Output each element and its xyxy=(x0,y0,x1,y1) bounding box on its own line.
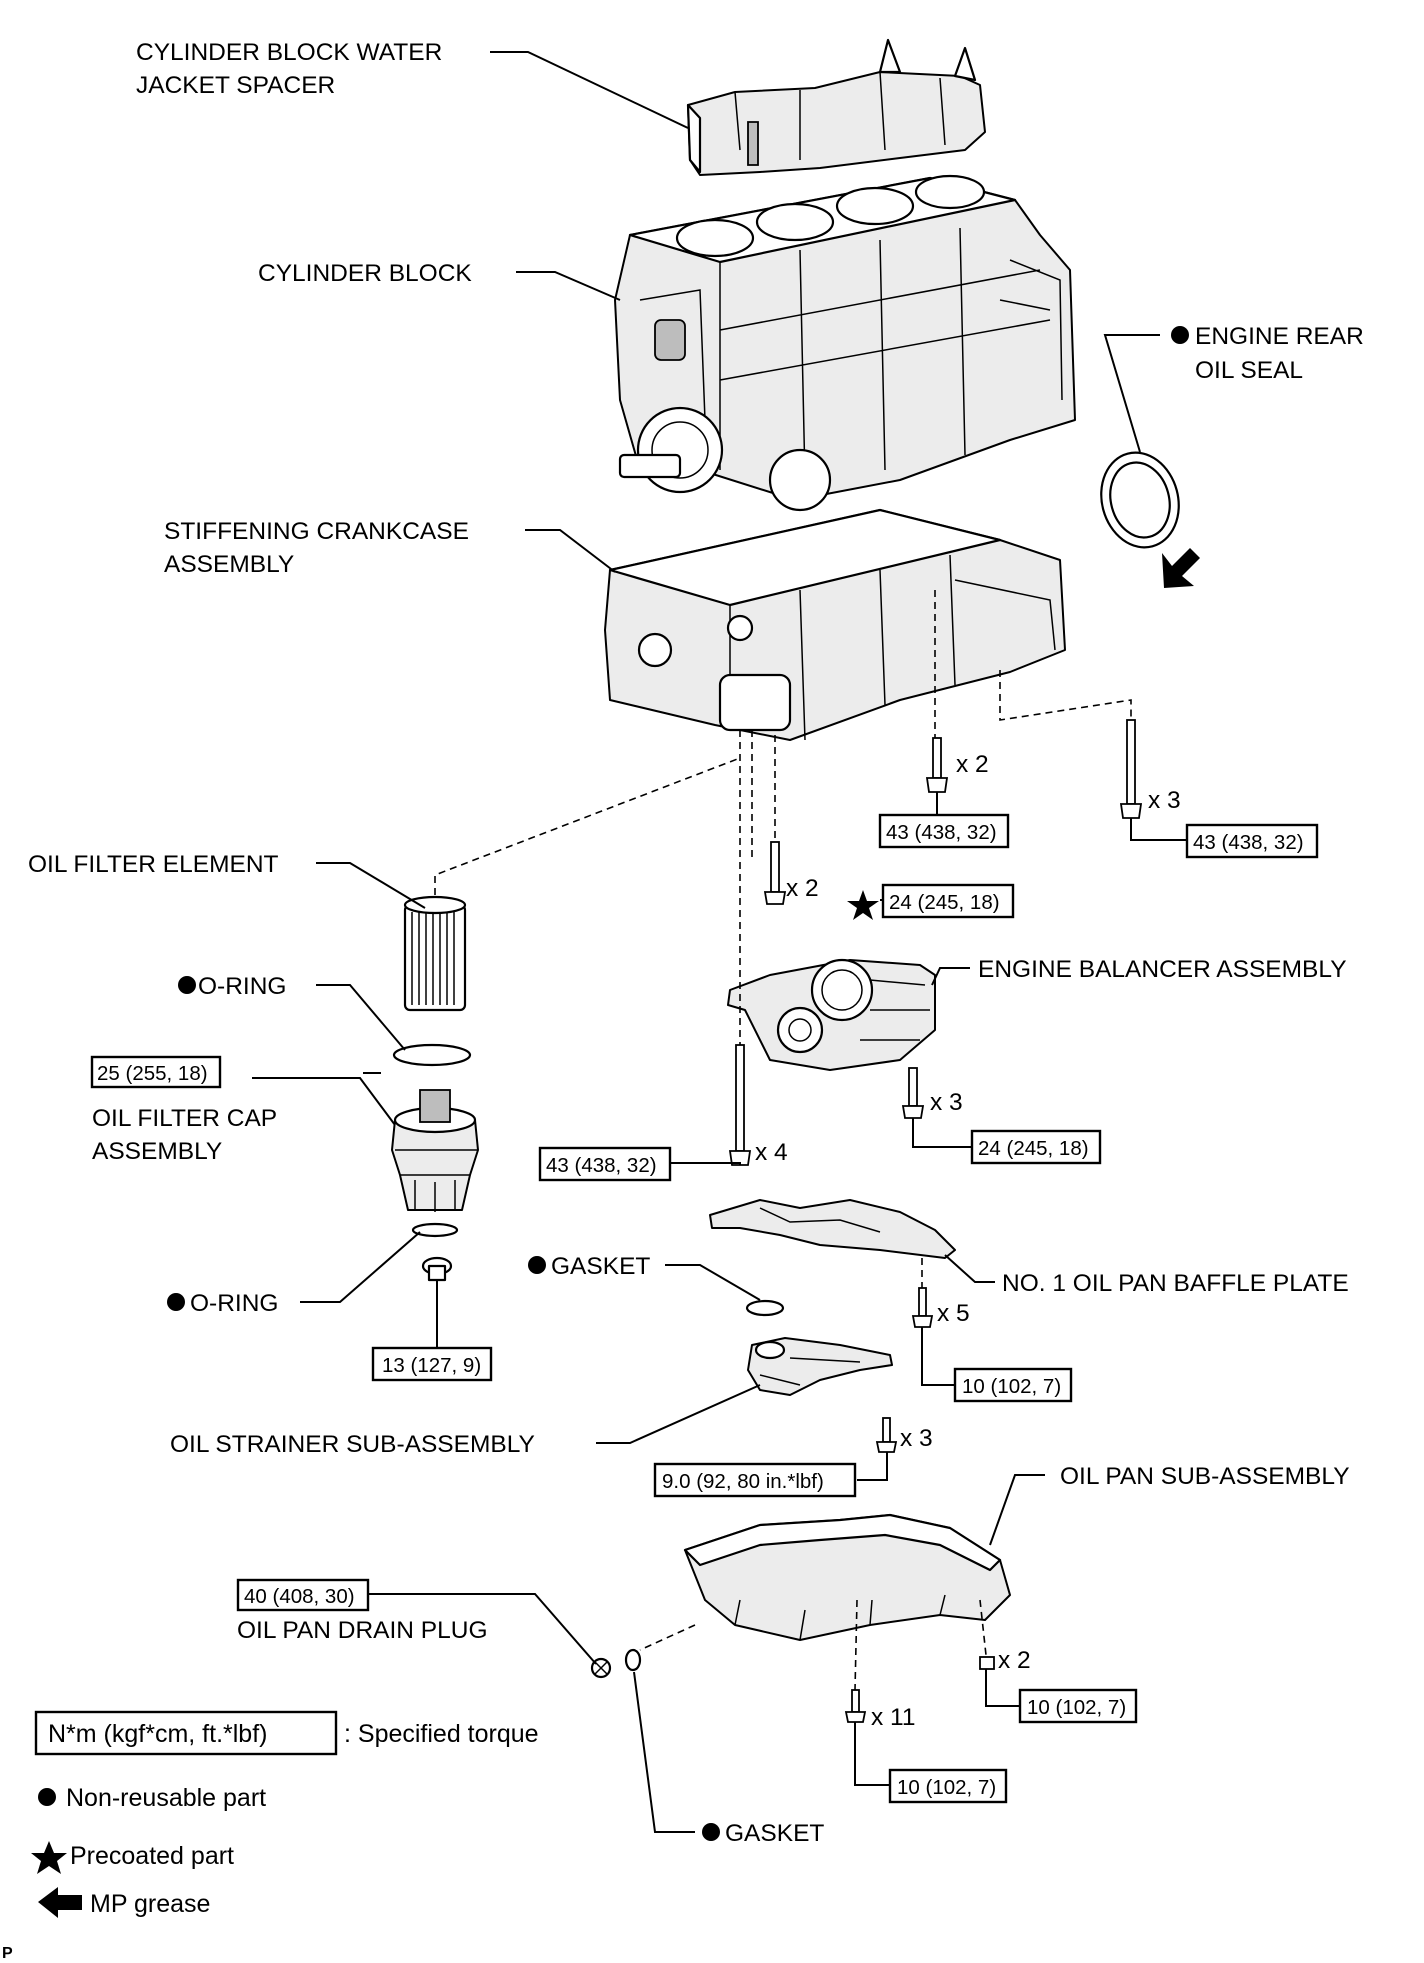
non-reusable-marker-rear-oil-seal xyxy=(1171,326,1189,344)
qty-balancer-bolts-short: x 2 xyxy=(786,875,819,902)
water-jacket-spacer-label-line1: CYLINDER BLOCK WATER xyxy=(136,39,442,66)
oil-pan-label: OIL PAN SUB-ASSEMBLY xyxy=(1060,1463,1350,1490)
non-reusable-marker-o-ring-upper xyxy=(178,976,196,994)
engine-balancer-part xyxy=(727,958,936,1071)
drain-plug-label: OIL PAN DRAIN PLUG xyxy=(237,1617,488,1644)
o-ring-upper-part xyxy=(392,1043,472,1067)
gasket-lower-part xyxy=(624,1648,642,1672)
oil-strainer-label: OIL STRAINER SUB-ASSEMBLY xyxy=(170,1431,535,1458)
baffle-plate-label: NO. 1 OIL PAN BAFFLE PLATE xyxy=(1002,1270,1349,1297)
oil-filter-cap-part xyxy=(391,1089,479,1212)
qty-balancer-bolts-long: x 4 xyxy=(755,1139,788,1166)
qty-balancer-bolts-side: x 3 xyxy=(930,1089,963,1116)
leader-lines xyxy=(252,51,1187,1833)
crankcase-bolt-part-a xyxy=(925,737,949,793)
torque-crankcase-b: 43 (438, 32) xyxy=(1193,831,1304,854)
mp-grease-arrow-icon xyxy=(1162,548,1200,588)
stiffening-crankcase-label-line2: ASSEMBLY xyxy=(164,551,294,578)
balancer-short-bolt-part xyxy=(763,841,787,905)
qty-crankcase-bolts-a: x 2 xyxy=(956,751,989,778)
stiffening-crankcase-label-line1: STIFFENING CRANKCASE xyxy=(164,518,469,545)
footer-mark: P xyxy=(2,1945,13,1962)
filter-drain-plug-part xyxy=(421,1256,453,1282)
cylinder-block-label: CYLINDER BLOCK xyxy=(258,260,472,287)
qty-oil-pan-bolts: x 11 xyxy=(871,1704,916,1731)
water-jacket-spacer-part xyxy=(686,38,986,176)
qty-oil-pan-nuts: x 2 xyxy=(998,1647,1031,1674)
torque-drain-plug: 40 (408, 30) xyxy=(244,1585,355,1608)
legend-non-reusable: Non-reusable part xyxy=(66,1784,266,1812)
torque-balancer-side: 24 (245, 18) xyxy=(978,1137,1089,1160)
oil-filter-cap-label-line2: ASSEMBLY xyxy=(92,1138,222,1165)
legend-precoated: Precoated part xyxy=(70,1842,234,1870)
gasket-upper-label: GASKET xyxy=(551,1253,650,1280)
oil-filter-element-part xyxy=(403,895,467,1012)
torque-crankcase-a: 43 (438, 32) xyxy=(886,821,997,844)
precoated-star-icon xyxy=(847,890,879,920)
torque-oil-pan-nuts: 10 (102, 7) xyxy=(1027,1696,1126,1719)
oil-pan-part xyxy=(683,1513,1011,1641)
oil-filter-element-label: OIL FILTER ELEMENT xyxy=(28,851,279,878)
qty-strainer-bolts: x 3 xyxy=(900,1425,933,1452)
water-jacket-spacer-label-line2: JACKET SPACER xyxy=(136,72,335,99)
stiffening-crankcase-part xyxy=(604,508,1066,741)
crankcase-bolt-part-b xyxy=(1119,719,1143,819)
o-ring-lower-label: O-RING xyxy=(190,1290,278,1317)
torque-strainer: 9.0 (92, 80 in.*lbf) xyxy=(662,1470,824,1493)
cylinder-block-part xyxy=(614,174,1076,512)
legend: N*m (kgf*cm, ft.*lbf) : Specified torque… xyxy=(31,1710,539,1918)
torque-oil-pan-bolts: 10 (102, 7) xyxy=(897,1776,996,1799)
legend-torque-desc: : Specified torque xyxy=(344,1720,539,1748)
gasket-upper-part xyxy=(745,1299,785,1317)
torque-filter-drain: 13 (127, 9) xyxy=(382,1354,481,1377)
torque-balancer-short: 24 (245, 18) xyxy=(889,891,1000,914)
oil-strainer-part xyxy=(747,1337,893,1396)
o-ring-upper-label: O-RING xyxy=(198,973,286,1000)
baffle-plate-part xyxy=(709,1199,956,1259)
rear-oil-seal-label-line1: ENGINE REAR xyxy=(1195,323,1364,350)
torque-baffle: 10 (102, 7) xyxy=(962,1375,1061,1398)
filled-circle-icon xyxy=(38,1788,56,1806)
oil-pan-nut-part xyxy=(979,1656,995,1670)
balancer-long-bolt-part xyxy=(728,1044,752,1166)
torque-balancer-long: 43 (438, 32) xyxy=(546,1154,657,1177)
engine-rear-oil-seal-part xyxy=(1100,451,1180,549)
strainer-bolt-part xyxy=(875,1417,898,1453)
engine-balancer-label: ENGINE BALANCER ASSEMBLY xyxy=(978,956,1347,983)
gasket-lower-label: GASKET xyxy=(725,1820,824,1847)
balancer-side-bolt-part xyxy=(901,1067,925,1119)
rear-oil-seal-label-line2: OIL SEAL xyxy=(1195,357,1303,384)
alignment-dashes xyxy=(434,590,1132,1691)
non-reusable-marker-gasket-upper xyxy=(528,1256,546,1274)
baffle-bolt-part xyxy=(911,1287,934,1328)
o-ring-lower-part xyxy=(411,1222,459,1238)
qty-crankcase-bolts-b: x 3 xyxy=(1148,787,1181,814)
legend-mp-grease: MP grease xyxy=(90,1890,210,1918)
arrow-left-icon xyxy=(38,1887,82,1918)
non-reusable-marker-gasket-lower xyxy=(702,1823,720,1841)
qty-baffle-bolts: x 5 xyxy=(937,1300,970,1327)
oil-filter-cap-label-line1: OIL FILTER CAP xyxy=(92,1105,277,1132)
oil-pan-bolt-part xyxy=(844,1689,867,1723)
non-reusable-marker-o-ring-lower xyxy=(167,1293,185,1311)
legend-torque-unit: N*m (kgf*cm, ft.*lbf) xyxy=(48,1720,267,1748)
star-icon xyxy=(31,1841,67,1874)
torque-oil-filter-cap: 25 (255, 18) xyxy=(97,1062,208,1085)
